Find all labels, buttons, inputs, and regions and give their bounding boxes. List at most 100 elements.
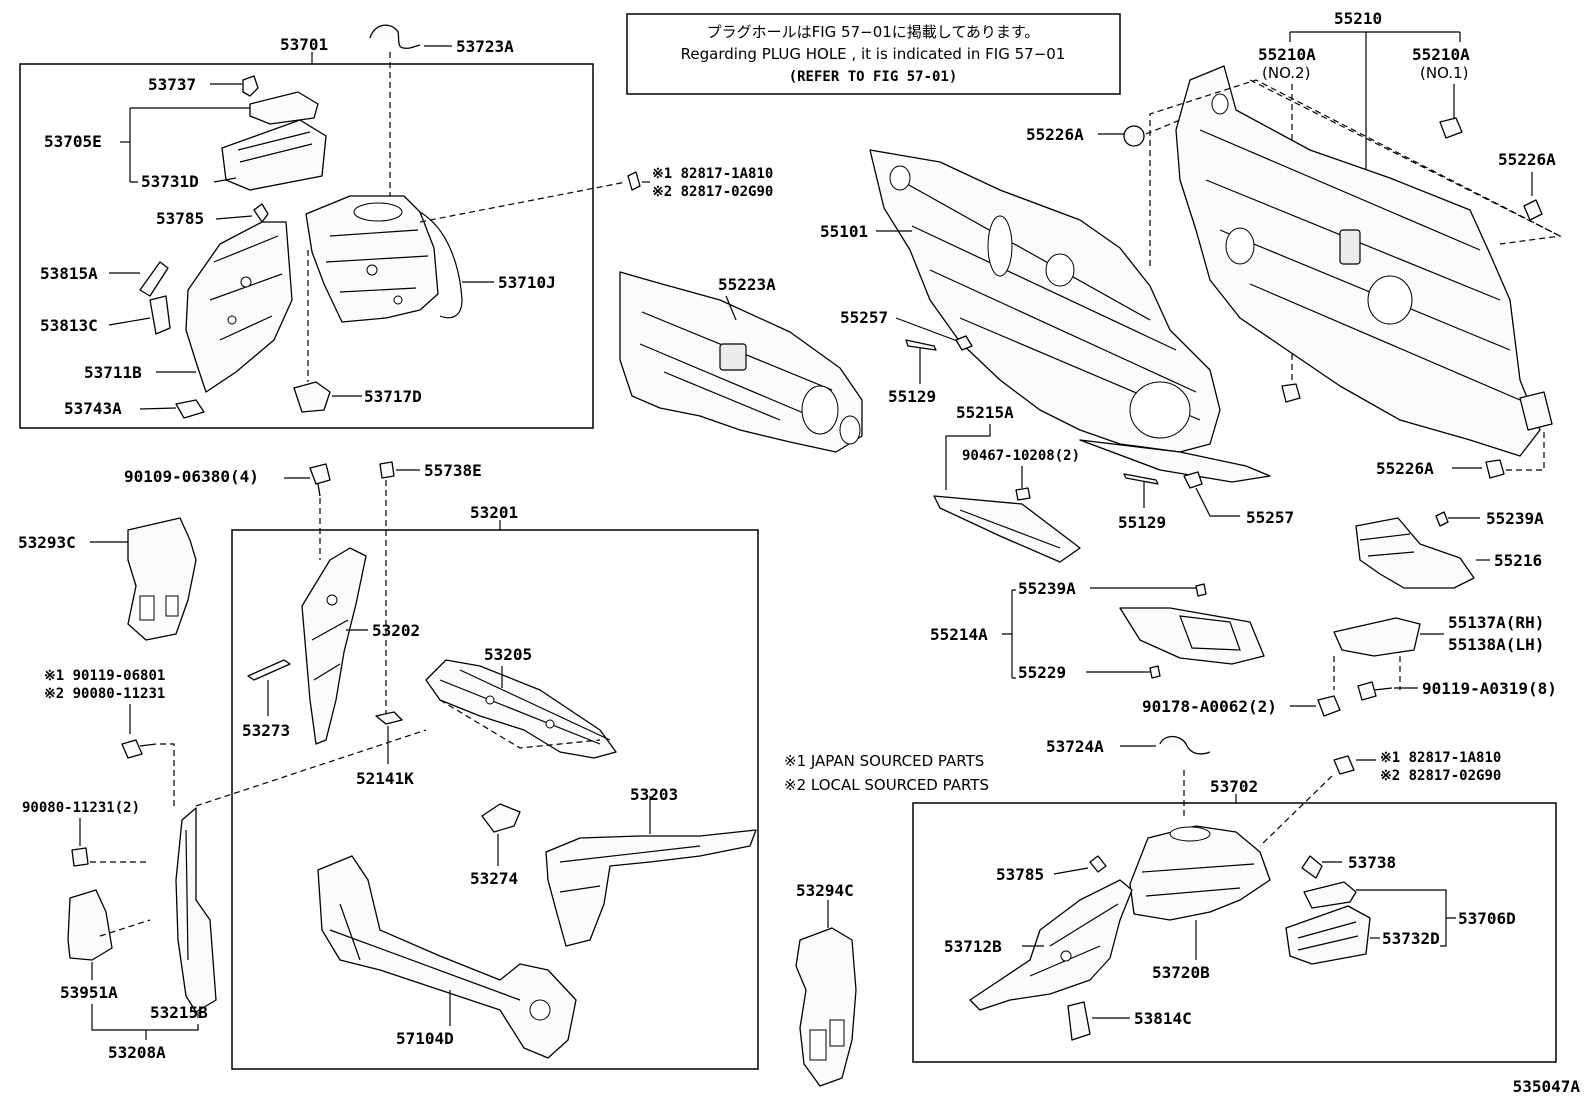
label-53702: 53702 <box>1210 777 1258 796</box>
seal-53705E <box>249 91 319 125</box>
plug-hole-notice: プラグホールはFIG 57−01に掲載してあります。 Regarding PLU… <box>626 13 1121 95</box>
housing-53720B <box>1129 825 1271 921</box>
duct-55216 <box>1355 517 1475 589</box>
label-53737: 53737 <box>148 75 196 94</box>
cover-53731D <box>221 119 327 191</box>
clip-55257-upper <box>955 335 973 351</box>
bolt-90119-A0319 <box>1357 681 1393 701</box>
insulator-53717D <box>293 381 331 413</box>
bracket-53737 <box>242 75 259 97</box>
label-53814C: 53814C <box>1134 1009 1192 1028</box>
label-53706D: 53706D <box>1458 909 1516 928</box>
dash-panel-55101 <box>869 149 1221 453</box>
silencer-tab <box>1519 391 1553 431</box>
label-55138A: 55138A(LH) <box>1448 635 1544 654</box>
label-53732D: 53732D <box>1382 929 1440 948</box>
label-no1: (NO.1) <box>1420 64 1468 82</box>
pillar-53202 <box>301 547 367 745</box>
label-53202: 53202 <box>372 621 420 640</box>
clip-55210A-no2 <box>1281 383 1301 403</box>
group-box-53701 <box>19 63 594 429</box>
clip-53738 <box>1301 855 1323 879</box>
seal-55129-lower <box>1123 473 1159 485</box>
grommet-55226A-top <box>1123 125 1145 147</box>
label-90080-11231: 90080-11231(2) <box>22 800 140 816</box>
label-55215A: 55215A <box>956 403 1014 422</box>
label-90467-10208: 90467-10208(2) <box>962 448 1080 464</box>
bolt-90080-11231 <box>71 847 89 867</box>
label-53294C: 53294C <box>796 881 854 900</box>
label-53724A: 53724A <box>1046 737 1104 756</box>
label-53743A: 53743A <box>64 399 122 418</box>
label-53731D: 53731D <box>141 172 199 191</box>
apron-53203 <box>545 829 757 947</box>
label-53785-lower: 53785 <box>996 865 1044 884</box>
label-53951A: 53951A <box>60 983 118 1002</box>
label-grommet-lower-local: ※2 82817-02G90 <box>1380 768 1501 784</box>
pillar-53215B <box>175 807 217 1013</box>
bracket-53951A <box>67 889 113 961</box>
bracket-55137A <box>1333 617 1421 657</box>
label-53274: 53274 <box>470 869 518 888</box>
label-53701: 53701 <box>280 35 328 54</box>
notice-line-jp: プラグホールはFIG 57−01に掲載してあります。 <box>707 23 1040 41</box>
label-55257-upper: 55257 <box>840 308 888 327</box>
grommet-55226A-right <box>1523 199 1543 221</box>
label-53273: 53273 <box>242 721 290 740</box>
label-55239A-upper: 55239A <box>1486 509 1544 528</box>
label-55738E: 55738E <box>424 461 482 480</box>
dash-panel-lower-tray <box>1079 439 1271 483</box>
label-55137A: 55137A(RH) <box>1448 613 1544 632</box>
seal-53706D <box>1303 881 1357 909</box>
label-55210: 55210 <box>1334 9 1382 28</box>
bolt-90119-06801 <box>121 739 157 759</box>
label-90109-06380: 90109-06380(4) <box>124 467 259 486</box>
label-55239A-lower: 55239A <box>1018 579 1076 598</box>
clip-53785-upper <box>253 203 269 223</box>
notice-line-ref: (REFER TO FIG 57-01) <box>789 69 958 85</box>
clip-53785-lower <box>1089 855 1107 873</box>
group-box-53702 <box>912 802 1557 1063</box>
label-55129-upper: 55129 <box>888 387 936 406</box>
label-55223A: 55223A <box>718 275 776 294</box>
label-53205: 53205 <box>484 645 532 664</box>
label-55210A-no1: 55210A <box>1412 45 1470 64</box>
bracket-53815A <box>139 261 169 297</box>
grommet-lower <box>1333 755 1355 775</box>
bracket-53743A <box>175 399 205 419</box>
label-53815A: 53815A <box>40 264 98 283</box>
bracket-53814C <box>1067 1001 1091 1041</box>
label-bolt-local: ※2 90080-11231 <box>44 686 165 702</box>
clip-55239A-lower <box>1195 583 1207 597</box>
clip-55239A-upper <box>1435 511 1449 527</box>
label-55226A-right: 55226A <box>1498 150 1556 169</box>
bracket-53273 <box>247 659 291 681</box>
label-53710J: 53710J <box>498 273 556 292</box>
label-53738: 53738 <box>1348 853 1396 872</box>
label-55257-lower: 55257 <box>1246 508 1294 527</box>
legend-japan-sourced: ※1 JAPAN SOURCED PARTS <box>784 752 984 770</box>
label-bolt-japan: ※1 90119-06801 <box>44 668 165 684</box>
label-53208A: 53208A <box>108 1043 166 1062</box>
label-55229: 55229 <box>1018 663 1066 682</box>
label-53705E: 53705E <box>44 132 102 151</box>
label-90119-A0319: 90119-A0319(8) <box>1422 679 1557 698</box>
label-53711B: 53711B <box>84 363 142 382</box>
figure-number: 535047A <box>1513 1077 1581 1096</box>
label-57104D: 57104D <box>396 1029 454 1048</box>
label-grommet-upper-local: ※2 82817-02G90 <box>652 184 773 200</box>
apron-53711B <box>185 221 293 393</box>
bracket-53813C <box>149 295 171 335</box>
crossmember-57104D <box>317 855 577 1059</box>
label-53723A: 53723A <box>456 37 514 56</box>
label-55216: 55216 <box>1494 551 1542 570</box>
label-55214A: 55214A <box>930 625 988 644</box>
label-55101: 55101 <box>820 222 868 241</box>
grommet-55226A-lower <box>1485 459 1505 479</box>
clip-55210A-no1 <box>1439 117 1463 139</box>
label-grommet-lower-japan: ※1 82817-1A810 <box>1380 750 1501 766</box>
grommet-upper <box>627 171 641 191</box>
nut-90178-A0062 <box>1317 695 1341 717</box>
panel-55214A <box>1119 607 1265 665</box>
